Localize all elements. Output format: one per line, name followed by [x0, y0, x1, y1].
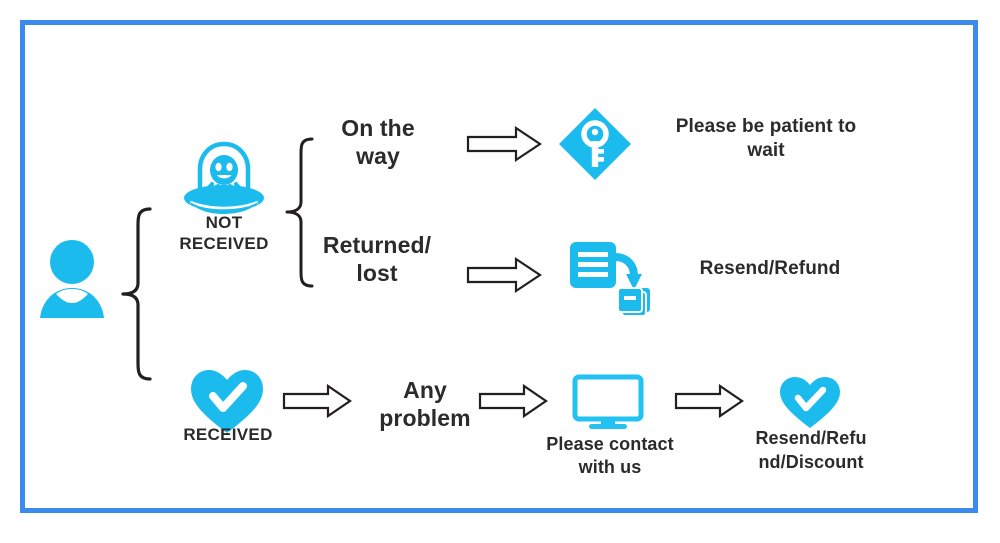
- heart-check-icon: [778, 375, 842, 431]
- case-returned-lost-line1: Returned/: [322, 232, 432, 258]
- outcome-label-line2: nd/Discount: [758, 452, 864, 472]
- case-any-problem-line2: problem: [379, 405, 471, 431]
- received-label: RECEIVED: [183, 425, 273, 444]
- arrow-right-icon: [674, 383, 744, 419]
- not-received-label-line2: RECEIVED: [179, 234, 269, 253]
- person-icon: [36, 236, 108, 320]
- monitor-icon: [572, 374, 644, 432]
- brace-not-received-split: [280, 135, 322, 290]
- contact-label-line2: with us: [578, 457, 642, 477]
- contact-label-line1: Please contact: [546, 434, 674, 454]
- arrow-right-icon: [466, 125, 542, 163]
- result-on-the-way-line1: Please be patient to: [675, 116, 857, 137]
- arrow-right-icon: [282, 383, 352, 419]
- case-on-the-way-line1: On the: [341, 115, 415, 141]
- diagram-frame: [20, 20, 978, 513]
- arrow-right-icon: [466, 256, 542, 294]
- outcome-label-line1: Resend/Refu: [755, 428, 867, 448]
- not-received-label-line1: NOT: [205, 213, 243, 232]
- result-on-the-way-line2: wait: [747, 140, 785, 161]
- document-resend-icon: [568, 238, 652, 322]
- case-on-the-way-line2: way: [356, 143, 400, 169]
- arrow-right-icon: [478, 383, 548, 419]
- brace-customer-split: [116, 205, 162, 383]
- case-returned-lost-line2: lost: [356, 260, 398, 286]
- ufo-alien-icon: [182, 136, 266, 218]
- key-diamond-icon: [556, 105, 634, 183]
- result-returned-lost-label: Resend/Refund: [699, 258, 841, 279]
- heart-check-icon: [188, 367, 266, 437]
- case-any-problem-line1: Any: [403, 377, 447, 403]
